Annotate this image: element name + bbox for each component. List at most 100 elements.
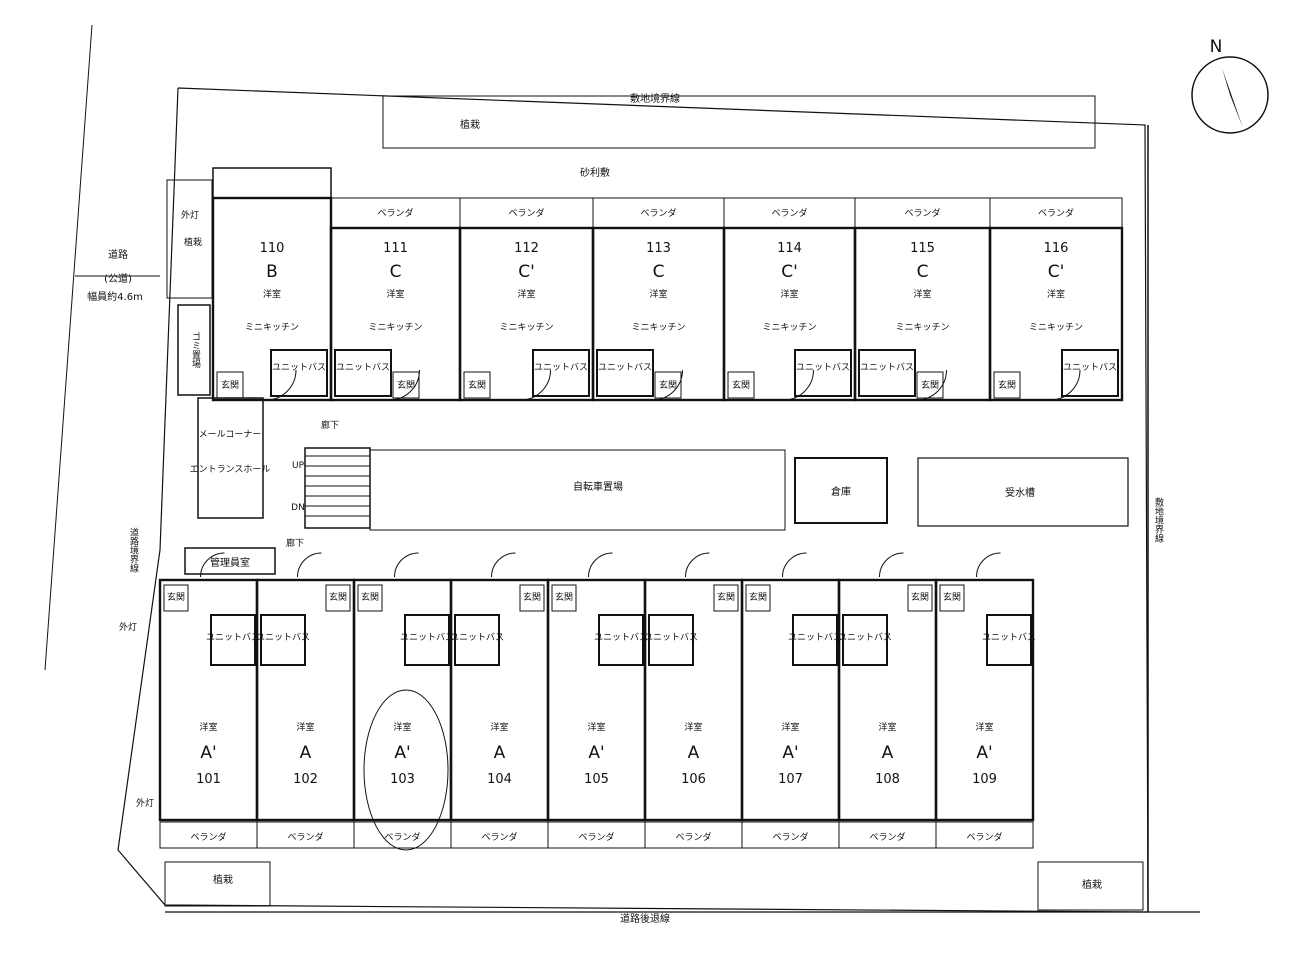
unit-type-114: C' [781, 262, 798, 282]
door-north-113 [652, 369, 683, 401]
entry-label-114: 玄関 [732, 379, 750, 391]
door-north-111 [389, 369, 420, 401]
unit-type-104: A [494, 743, 506, 763]
mail-corner-label: メールコーナー [199, 429, 262, 440]
compass-circle [1191, 56, 1269, 134]
room-label-114: 洋室 [780, 288, 798, 300]
room-label-102: 洋室 [296, 721, 314, 733]
storage-label: 倉庫 [831, 485, 851, 498]
veranda-label-105: ベランダ [578, 831, 614, 843]
entry-label-107: 玄関 [749, 591, 767, 603]
entry-113 [654, 371, 682, 399]
unit-bath-label-111: ユニットバス [336, 362, 390, 373]
outdoor-light-2: 外灯 [119, 621, 137, 633]
entry-110 [216, 371, 244, 399]
veranda-label-106: ベランダ [675, 831, 711, 843]
mini-kitchen-112: ミニキッチン [499, 322, 553, 333]
unit-type-112: C' [518, 262, 535, 282]
units-layer: 110B洋室ミニキッチンユニットバス玄関ベランダ111C洋室ミニキッチンユニット… [158, 196, 1124, 851]
entry-label-113: 玄関 [659, 379, 677, 391]
unit-number-108: 108 [875, 772, 900, 787]
unit-bath-label-109: ユニットバス [982, 632, 1036, 643]
garbage-area [177, 304, 211, 396]
entry-label-116: 玄関 [998, 379, 1016, 391]
entry-label-115: 玄関 [921, 379, 939, 391]
veranda-label-111: ベランダ [377, 207, 413, 219]
entry-106 [713, 584, 739, 612]
door-north-110 [265, 369, 297, 401]
unit-bath-label-115: ユニットバス [860, 362, 914, 373]
unit-bath-label-102: ユニットバス [256, 632, 310, 643]
setback-label: 道路後退線 [620, 912, 670, 925]
unit-bath-label-107: ユニットバス [788, 632, 842, 643]
entry-108 [907, 584, 933, 612]
boundary-left-label: 道路境界線 [128, 526, 139, 572]
door-south-103 [394, 552, 419, 578]
unit-bath-label-108: ユニットバス [838, 632, 892, 643]
entry-label-101: 玄関 [167, 591, 185, 603]
veranda-label-116: ベランダ [1038, 207, 1074, 219]
door-south-102 [297, 552, 322, 578]
unit-bath-label-104: ユニットバス [450, 632, 504, 643]
unit-number-112: 112 [514, 241, 539, 256]
room-label-104: 洋室 [490, 721, 508, 733]
mini-kitchen-113: ミニキッチン [631, 322, 685, 333]
unit-bath-113 [596, 349, 654, 397]
planting-label-bottom-right: 植栽 [1082, 878, 1102, 891]
unit-number-102: 102 [293, 772, 318, 787]
door-south-104 [491, 552, 516, 578]
door-north-112 [520, 369, 551, 401]
corridor-label-south: 廊下 [286, 537, 304, 549]
entry-105 [551, 584, 577, 612]
entry-107 [745, 584, 771, 612]
mini-kitchen-111: ミニキッチン [368, 322, 422, 333]
room-label-107: 洋室 [781, 721, 799, 733]
road-public-label: (公道) [104, 272, 132, 285]
entry-102 [325, 584, 351, 612]
unit-bath-label-110: ユニットバス [272, 362, 326, 373]
outdoor-light-1: 外灯 [181, 209, 199, 221]
gravel-label: 砂利敷 [580, 166, 610, 179]
boundary-top-label: 敷地境界線 [630, 92, 680, 105]
planting-label-top: 植栽 [460, 118, 480, 131]
veranda-label-109: ベランダ [966, 831, 1002, 843]
site-outline: N敷地境界線植栽砂利敷植栽植栽道路後退線道路(公道)幅員約4.6m外灯植栽外灯外… [44, 24, 1269, 925]
unit-bath-104 [454, 614, 500, 666]
room-label-111: 洋室 [386, 288, 404, 300]
veranda-label-115: ベランダ [904, 207, 940, 219]
water-tank [917, 457, 1129, 527]
unit-bath-114 [794, 349, 852, 397]
entry-label-110: 玄関 [221, 379, 239, 391]
unit-number-115: 115 [910, 241, 935, 256]
room-label-116: 洋室 [1047, 288, 1065, 300]
water-tank-label: 受水槽 [1005, 486, 1035, 499]
entrance-hall-label: エントランスホール [190, 464, 271, 475]
door-south-106 [685, 552, 710, 578]
door-north-114 [783, 369, 814, 401]
door-south-109 [976, 552, 1001, 578]
road-width-label: 幅員約4.6m [87, 290, 143, 303]
unit-number-113: 113 [646, 241, 671, 256]
planting-bottom-right [1037, 861, 1144, 911]
entry-101 [163, 584, 189, 612]
unit-type-106: A [688, 743, 700, 763]
stair-down-label: DN [291, 503, 305, 513]
entry-112 [463, 371, 491, 399]
door-south-108 [879, 552, 904, 578]
room-label-106: 洋室 [684, 721, 702, 733]
unit-type-110: B [266, 262, 278, 282]
unit-type-107: A' [782, 743, 798, 763]
entry-label-105: 玄関 [555, 591, 573, 603]
garbage-label: ゴミ置場 [190, 331, 201, 369]
planting-bottom-left [164, 861, 271, 907]
veranda-label-112: ベランダ [508, 207, 544, 219]
unit-bath-label-114: ユニットバス [796, 362, 850, 373]
unit-number-110: 110 [260, 241, 285, 256]
veranda-label-114: ベランダ [771, 207, 807, 219]
bicycle-parking-label: 自転車置場 [573, 480, 623, 493]
door-south-105 [588, 552, 613, 578]
unit-type-111: C [390, 262, 402, 282]
manager-room [184, 547, 276, 575]
unit-type-108: A [882, 743, 894, 763]
unit-type-115: C [917, 262, 929, 282]
